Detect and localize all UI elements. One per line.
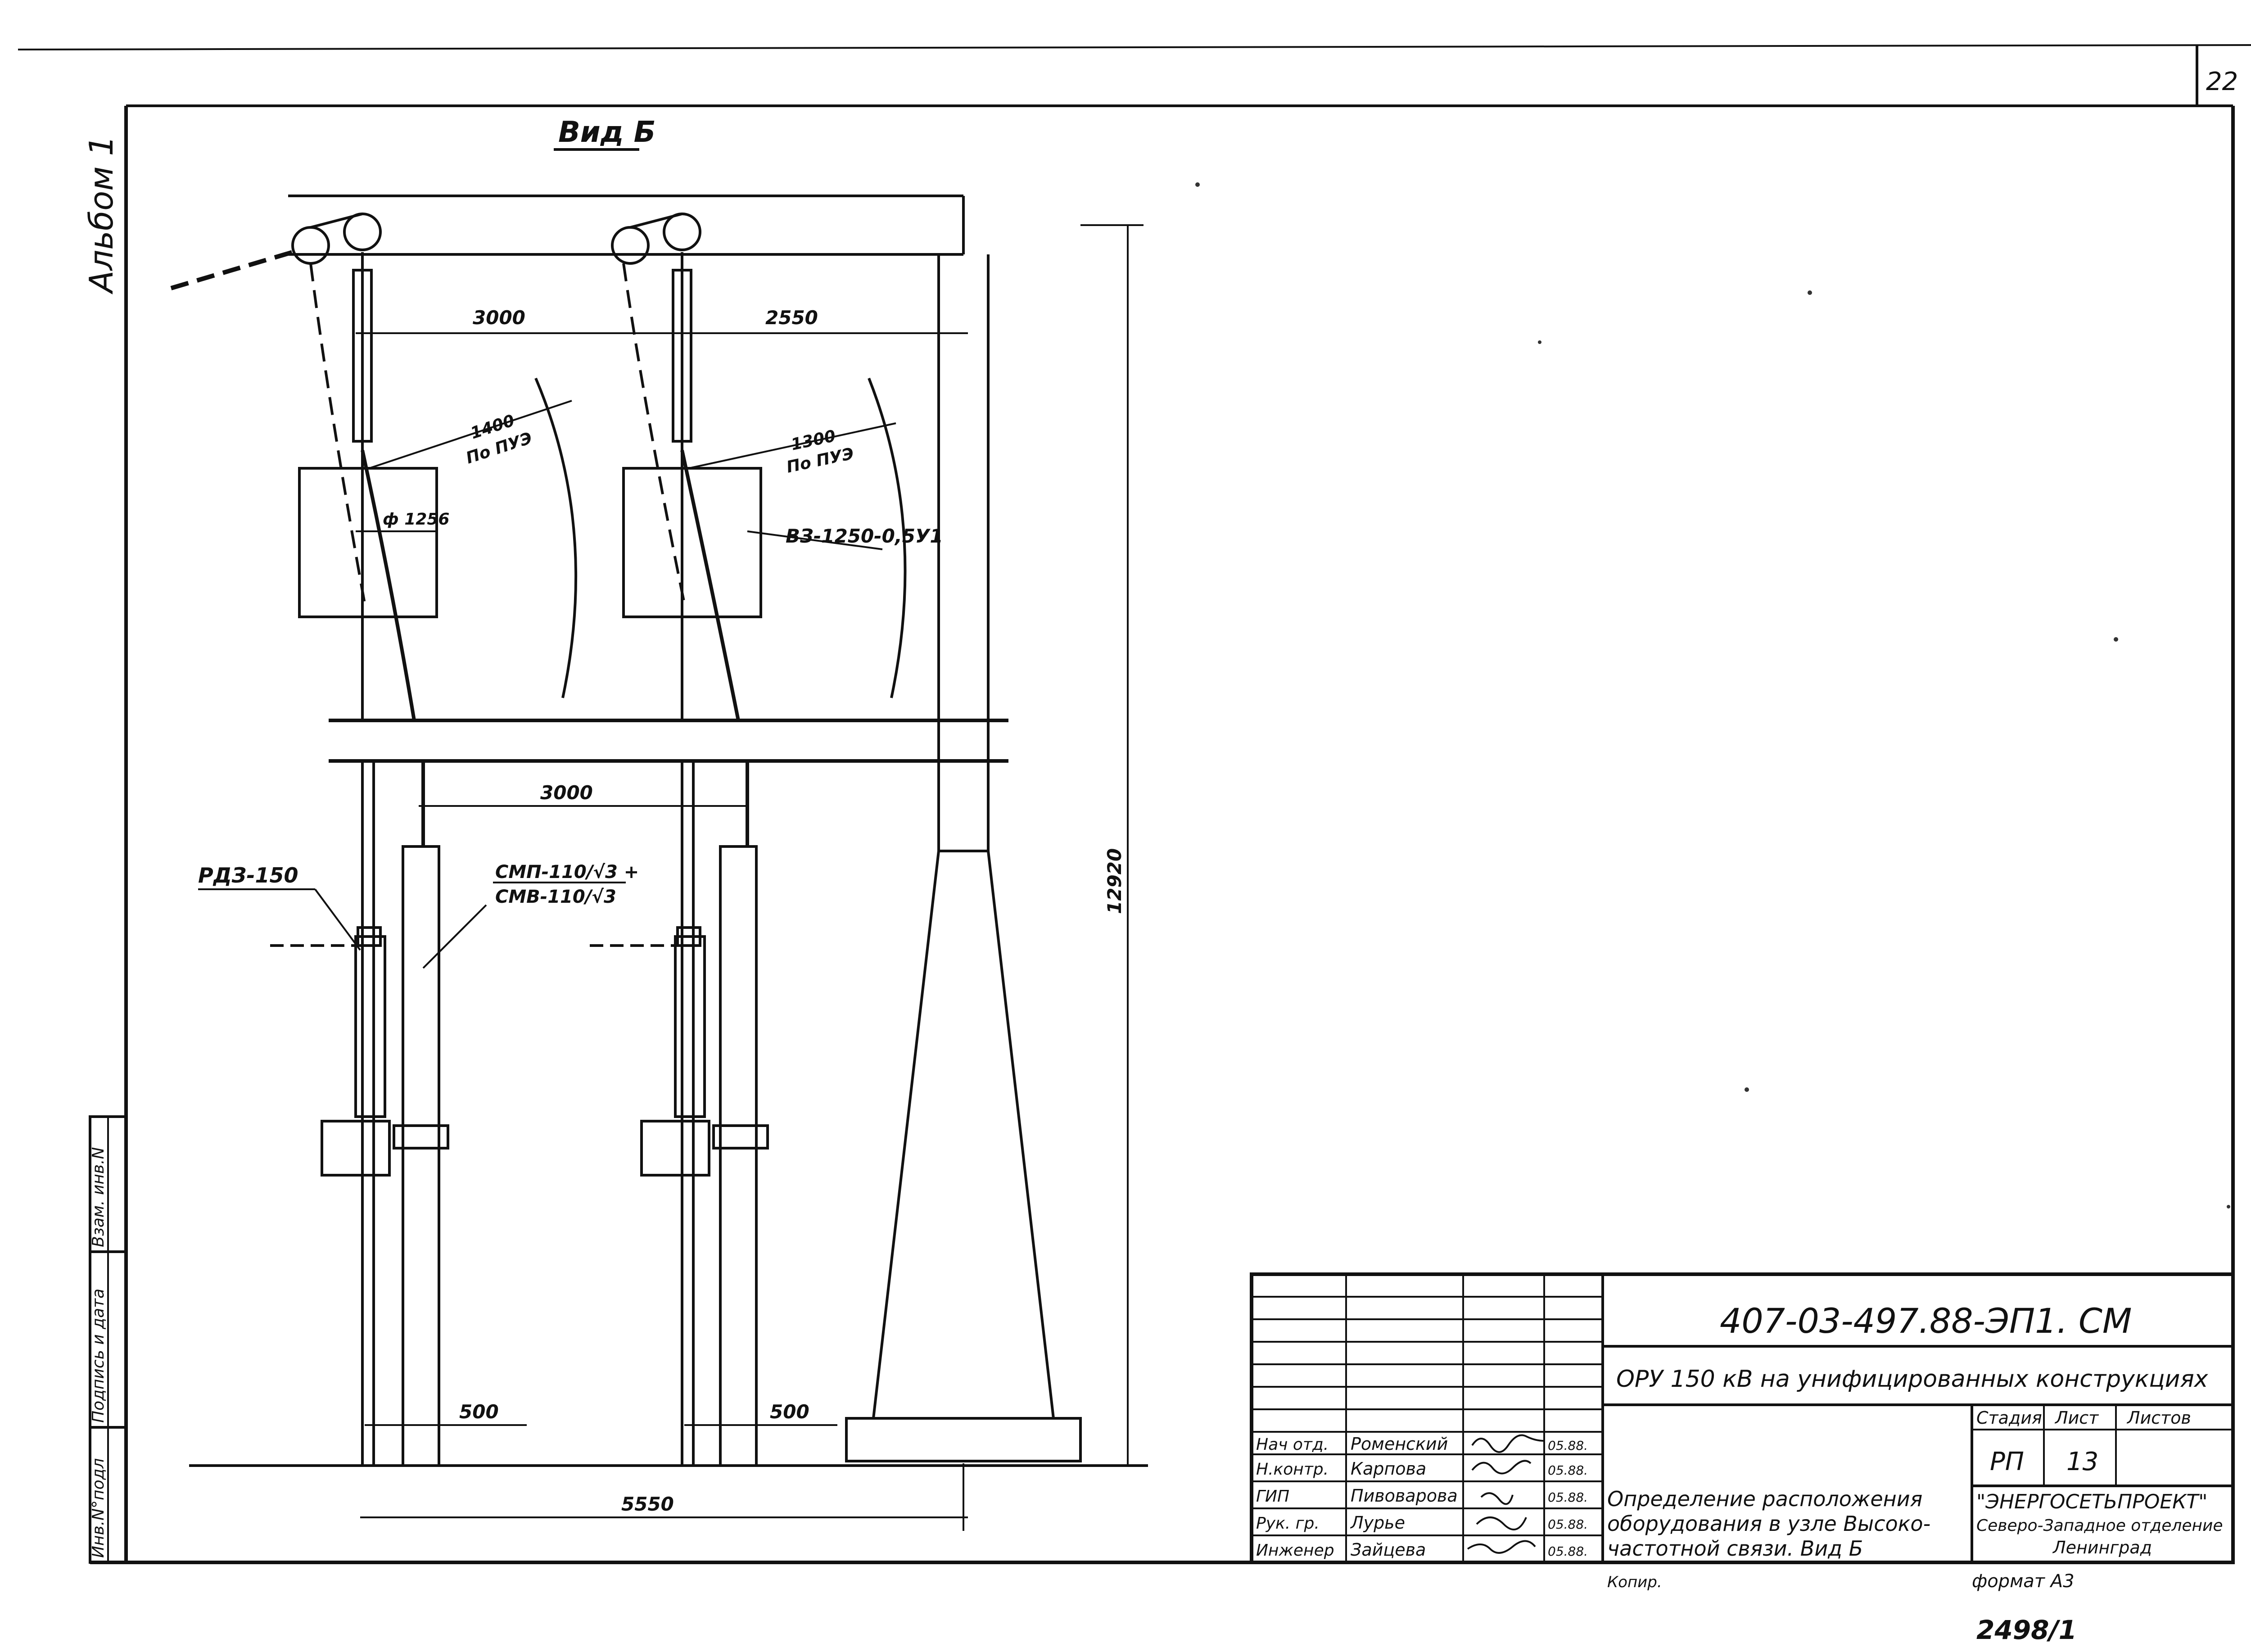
dim-12920: 12920	[1103, 848, 1126, 914]
left-bay	[170, 213, 578, 1467]
signer-role-4: Рук. гр.	[1256, 1514, 1320, 1533]
signer-name-1: Роменский	[1351, 1434, 1448, 1454]
side-stamp-vzam: Взам. инв.N	[89, 1147, 108, 1247]
dim-500-left: 500	[459, 1401, 499, 1423]
org-branch: Северо-Западное отделение	[1976, 1516, 2223, 1535]
signer-role-5: Инженер	[1256, 1541, 1334, 1560]
signer-role-2: Н.контр.	[1256, 1460, 1329, 1479]
side-stamp-inv-podl: Инв.N°подл	[89, 1458, 108, 1558]
signer-role-3: ГИП	[1256, 1487, 1289, 1506]
label-rdz: РДЗ-150	[198, 863, 298, 887]
signer-name-4: Лурье	[1350, 1513, 1405, 1533]
description-line-2: оборудования в узле Высоко-	[1607, 1512, 1930, 1536]
description-line-3: частотной связи. Вид Б	[1607, 1536, 1863, 1561]
signer-role-1: Нач отд.	[1256, 1435, 1329, 1454]
title-code: 407-03-497.88-ЭП1. СМ	[1720, 1301, 2132, 1341]
signer-date-5: 05.88.	[1548, 1544, 1588, 1559]
description-line-1: Определение расположения	[1607, 1487, 1922, 1511]
signer-date-4: 05.88.	[1548, 1517, 1588, 1532]
title-block	[1250, 1272, 2235, 1564]
title-project: ОРУ 150 кВ на унифицированных конструкци…	[1616, 1366, 2209, 1393]
label-smp: СМП-110/√3 +	[495, 862, 639, 883]
dim-2550: 2550	[765, 307, 818, 329]
dim-phi1256: ф 1256	[383, 510, 449, 529]
dim-500-right: 500	[770, 1401, 809, 1423]
signer-name-5: Зайцева	[1351, 1540, 1426, 1560]
right-bay	[590, 213, 907, 1467]
copied-label: Копир.	[1607, 1573, 1662, 1591]
signer-name-3: Пивоварова	[1351, 1486, 1458, 1506]
album-label: Альбом 1	[82, 136, 120, 294]
side-stamp	[89, 1115, 127, 1564]
view-title: Вид Б	[558, 116, 655, 149]
label-vz: ВЗ-1250-0,5У1	[786, 525, 943, 547]
org-city: Ленинград	[2052, 1538, 2152, 1557]
sheets-header: Листов	[2126, 1408, 2191, 1428]
signer-date-1: 05.88.	[1548, 1438, 1588, 1453]
stage-value: РП	[1990, 1447, 2024, 1476]
sheet-value: 13	[2066, 1447, 2098, 1476]
stage-header: Стадия	[1976, 1408, 2042, 1428]
portal-structure	[189, 195, 1148, 1467]
dim-3000-top: 3000	[473, 307, 525, 329]
sheet-number: 22	[2206, 67, 2238, 96]
signer-date-3: 05.88.	[1548, 1490, 1588, 1505]
signatures	[1467, 1434, 1545, 1554]
dim-3000-mid: 3000	[540, 782, 593, 804]
signer-name-2: Карпова	[1351, 1459, 1426, 1479]
dimension-lines	[198, 224, 1144, 1531]
label-smv: СМВ-110/√3	[495, 887, 616, 907]
org-name: "ЭНЕРГОСЕТЬПРОЕКТ"	[1976, 1490, 2208, 1513]
archive-number: 2498/1	[1976, 1615, 2077, 1645]
format-label: формат А3	[1972, 1571, 2075, 1592]
dim-5550: 5550	[621, 1493, 674, 1515]
sheet-header: Лист	[2054, 1408, 2099, 1428]
signer-date-2: 05.88.	[1548, 1463, 1588, 1478]
scan-specks	[1195, 182, 2230, 1208]
side-stamp-podpis: Подпись и дата	[89, 1289, 108, 1423]
